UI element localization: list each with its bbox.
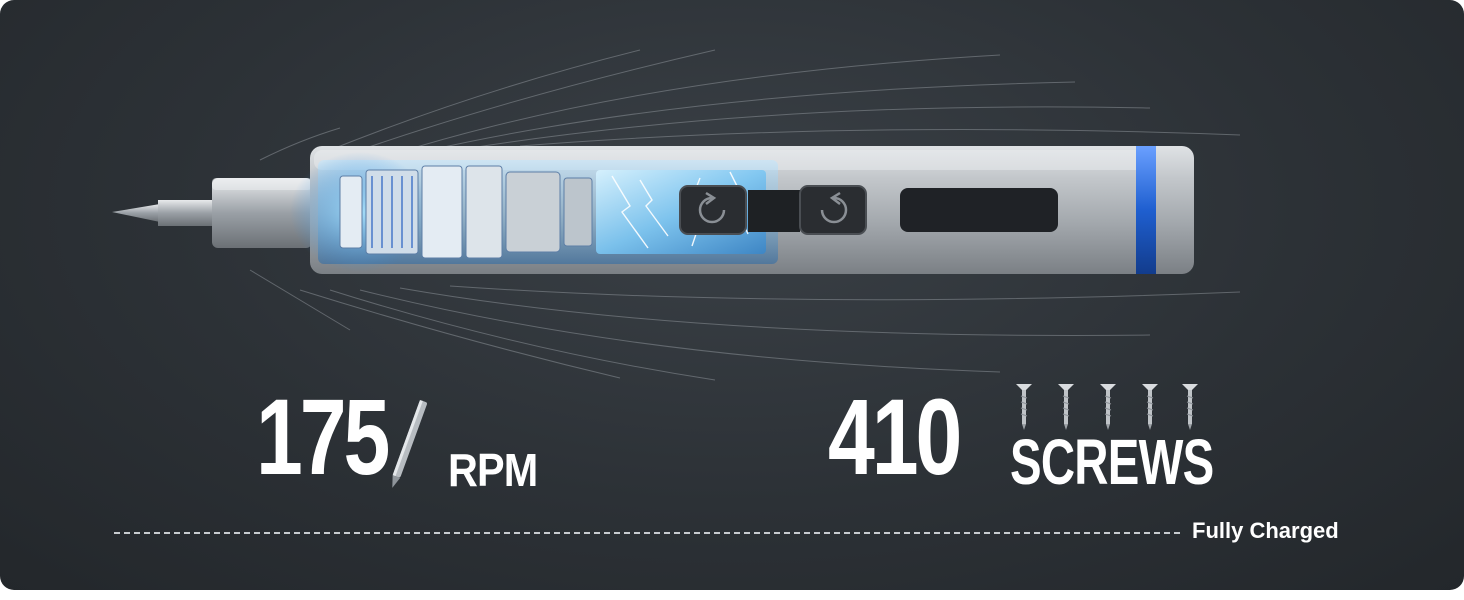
dashed-divider (114, 532, 1180, 534)
rotate-ccw-icon (698, 196, 726, 224)
battery-indicator (900, 188, 1058, 232)
screws-unit: SCREWS (1010, 426, 1214, 498)
screwdriver-bit-icon (392, 400, 427, 488)
screw-icons (1016, 384, 1198, 430)
screw-icon (1142, 384, 1158, 430)
screw-icon (1182, 384, 1198, 430)
switch-center (748, 190, 800, 232)
screw-icon (1100, 384, 1116, 430)
screwdriver-bit-icon (112, 178, 312, 248)
rpm-value: 175 (256, 376, 390, 497)
reverse-button[interactable] (679, 185, 747, 235)
forward-button[interactable] (799, 185, 867, 235)
screw-icon (1016, 384, 1032, 430)
screws-value: 410 (828, 376, 962, 497)
motion-lines (249, 49, 1241, 381)
screw-icon (1058, 384, 1074, 430)
fully-charged-label: Fully Charged (1192, 518, 1339, 543)
rotate-cw-icon (820, 196, 848, 224)
rpm-unit: RPM (448, 444, 538, 496)
